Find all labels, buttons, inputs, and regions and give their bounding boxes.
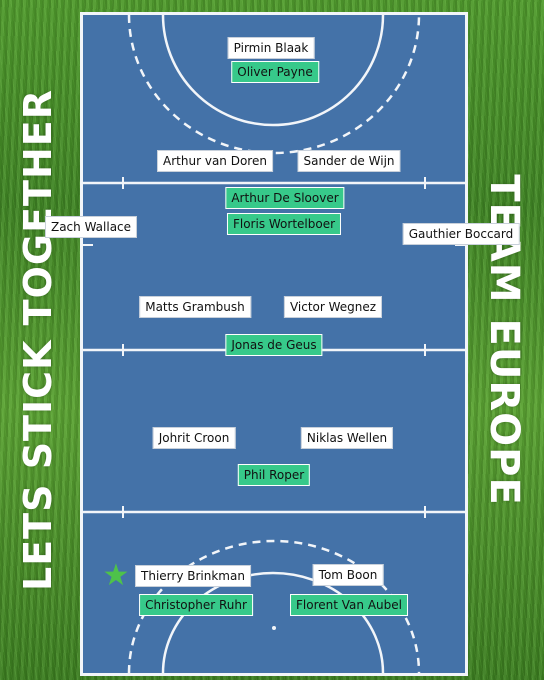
penalty-spot [272,626,276,630]
player-label: Christopher Ruhr [139,594,253,616]
player-label: Jonas de Geus [225,334,323,356]
top-dashed-circle [127,15,421,155]
slogan-left: LETS STICK TOGETHER [16,89,60,591]
player-label: Floris Wortelboer [226,213,342,235]
bottom-shooting-circle [161,571,385,673]
player-label: Johrit Croon [152,427,236,449]
player-label: Phil Roper [237,464,311,486]
player-label: Sander de Wijn [297,150,401,172]
player-label: Arthur De Sloover [225,187,345,209]
top-shooting-circle [161,15,385,127]
player-label: Arthur van Doren [157,150,273,172]
player-label: Gauthier Boccard [402,223,520,245]
player-label: Zach Wallace [44,216,138,238]
player-label: Victor Wegnez [283,296,383,318]
player-label: Pirmin Blaak [227,37,315,59]
player-label: Thierry Brinkman [135,565,251,587]
player-label: Tom Boon [312,564,384,586]
player-label: Florent Van Aubel [290,594,408,616]
player-label: Niklas Wellen [300,427,394,449]
player-label: Matts Grambush [139,296,251,318]
star-icon: ★ [102,558,130,593]
player-label: Oliver Payne [231,61,319,83]
